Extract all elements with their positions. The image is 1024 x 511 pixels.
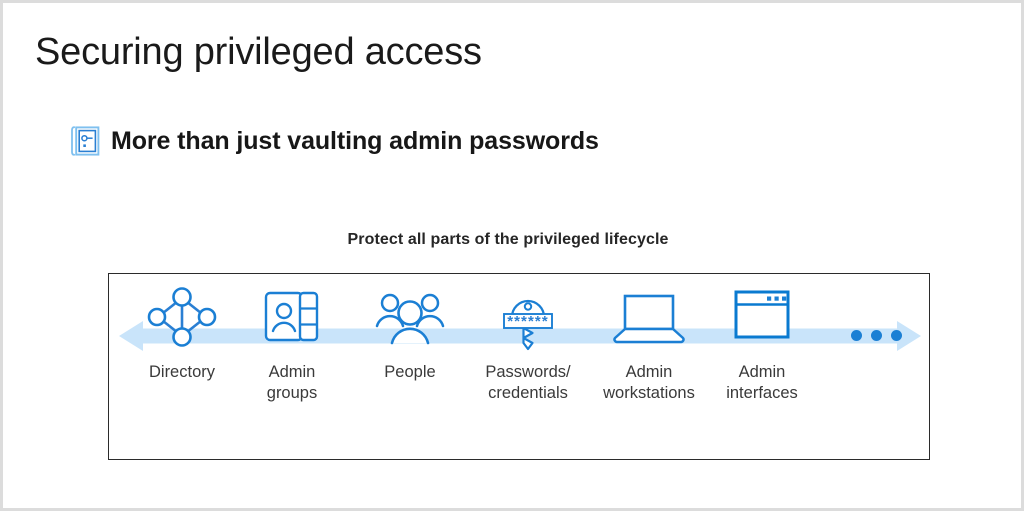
stage-label: Admin workstations [603,363,695,403]
directory-graph-icon [146,282,218,352]
stage-admin-groups[interactable]: Admin groups [229,282,355,404]
page-title: Securing privileged access [35,31,482,73]
stage-directory[interactable]: Directory [119,282,245,383]
lifecycle-caption: Protect all parts of the privileged life… [3,231,1021,249]
stage-label: Admin groups [266,363,318,403]
dot-3 [891,330,902,341]
address-book-icon [262,282,322,352]
stage-people[interactable]: People [347,282,473,383]
masked-password-value: ****** [507,313,549,330]
stage-admin-workstations[interactable]: Admin workstations [586,282,712,404]
key-password-icon: ****** [492,282,564,352]
dot-2 [871,330,882,341]
stage-label: Passwords/ credentials [485,363,571,403]
dot-1 [851,330,862,341]
subheading-text: More than just vaulting admin passwords [111,126,599,155]
stage-passwords[interactable]: ****** Passwords/ credentials [465,282,591,404]
lifecycle-caption-text: Protect all parts of the privileged life… [347,231,669,248]
ellipsis-dots-icon [851,330,902,341]
laptop-icon [611,282,687,352]
subheading-row: More than just vaulting admin passwords [71,125,599,157]
bidirectional-arrow-band [119,318,921,354]
stage-label: People [384,363,436,381]
people-group-icon [373,282,447,352]
vault-icon [71,125,100,157]
stage-label: Admin interfaces [726,363,798,403]
lifecycle-diagram: Directory Admin groups [108,273,930,460]
stage-admin-interfaces[interactable]: Admin interfaces [699,282,825,404]
stage-label: Directory [148,363,215,381]
stage-row: Directory Admin groups [109,274,929,459]
app-window-icon [728,282,796,352]
